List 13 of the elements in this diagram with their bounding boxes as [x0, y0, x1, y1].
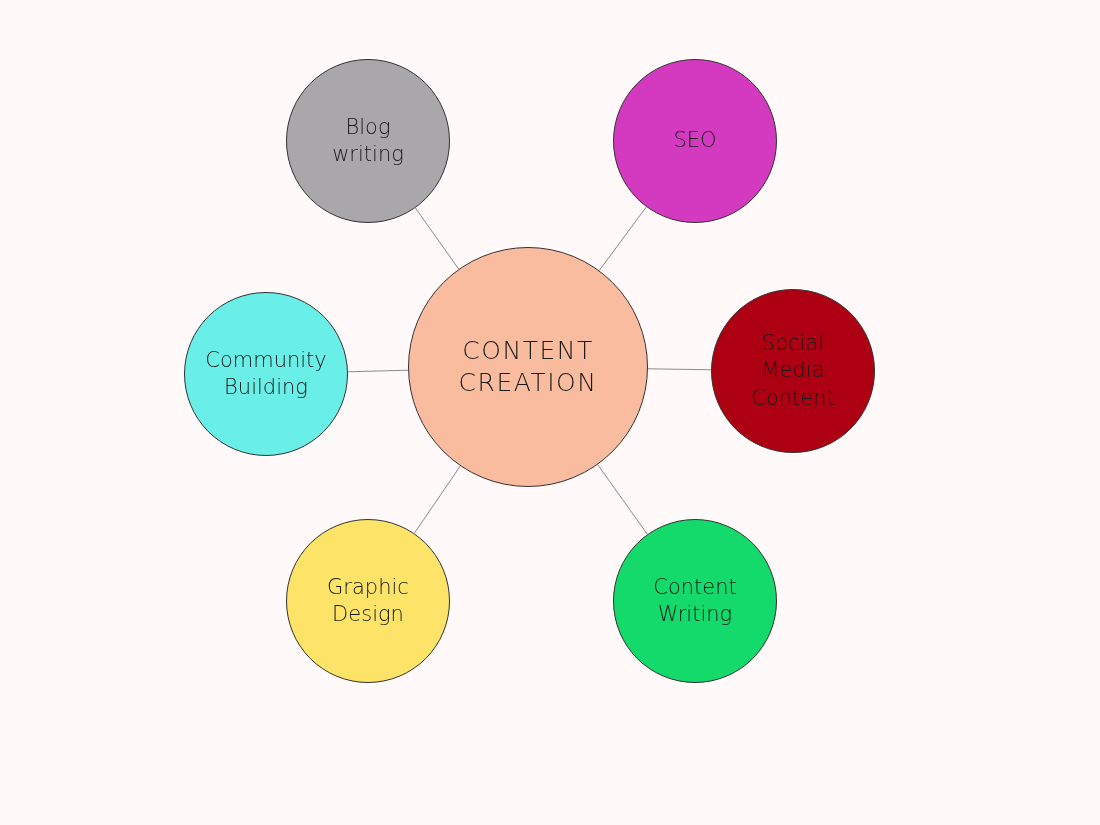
connector-line	[414, 207, 460, 270]
topic-label: CONTENT CREATION	[457, 334, 599, 399]
topic-label: Social Media Content	[750, 330, 836, 412]
topic-label: Graphic Design	[326, 573, 410, 628]
connector-line	[647, 368, 712, 371]
connector-line	[347, 369, 409, 373]
connector-line	[413, 465, 461, 534]
connector-line	[598, 206, 647, 271]
topic-label: Content Writing	[652, 573, 738, 628]
topic-label: Community Building	[204, 346, 328, 401]
topic-label: Blog writing	[331, 113, 405, 168]
topic-label: SEO	[673, 127, 717, 155]
connector-line	[597, 464, 648, 535]
